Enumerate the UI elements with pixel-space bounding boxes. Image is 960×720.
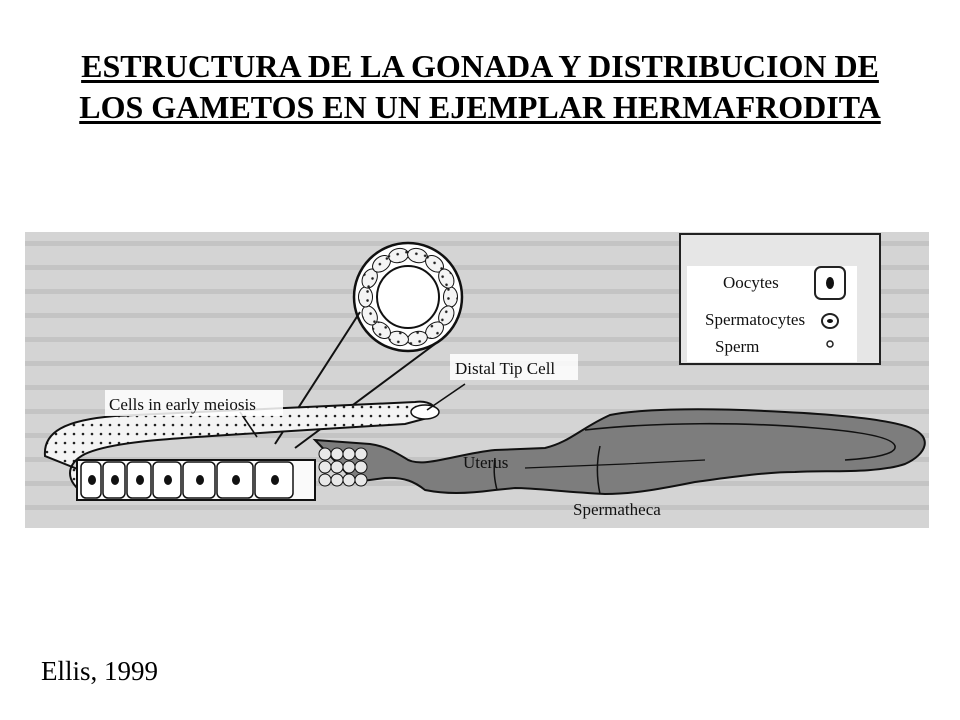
spermatocyte [330,447,344,461]
distal-tip-cell [410,404,440,420]
citation: Ellis, 1999 [41,656,159,686]
label-uterus: Uterus [463,453,508,472]
germ-cell [358,286,373,308]
spermatocyte [354,473,368,487]
label-cells-early-meiosis: Cells in early meiosis [109,395,256,414]
germ-cell [443,286,458,308]
oocyte-nucleus [271,475,279,485]
spermatocyte [318,473,332,487]
gonad-figure: Oocytes Spermatocytes Sperm [25,232,929,528]
oocyte-nucleus [88,475,96,485]
spermatocyte [354,460,368,474]
germline-arm [43,400,440,501]
spermatocyte [354,447,368,461]
oocyte-nucleus [164,475,172,485]
spermatocyte [342,447,356,461]
germ-cell [438,268,455,289]
gonad-diagram: Oocytes Spermatocytes Sperm [25,232,929,528]
title-line-2: LOS GAMETOS EN UN EJEMPLAR HERMAFRODITA [79,89,881,125]
title-line-1: ESTRUCTURA DE LA GONADA Y DISTRIBUCION D… [81,48,879,84]
slide-title: ESTRUCTURA DE LA GONADA Y DISTRIBUCION D… [0,46,960,128]
sperm-icon [826,340,834,348]
legend-oocytes-label: Oocytes [723,273,779,292]
gonad-cross-section [274,241,464,449]
oocyte-nucleus [111,475,119,485]
label-distal-tip-cell: Distal Tip Cell [455,359,555,378]
spermatocyte [342,460,356,474]
uterus-body [312,408,926,496]
legend-sperm-label: Sperm [715,337,759,356]
spermatocyte [342,473,356,487]
oocyte-nucleus [196,475,204,485]
spermatocyte [318,460,332,474]
spermatocyte [330,460,344,474]
legend-box: Oocytes Spermatocytes Sperm [679,233,881,365]
oocyte-nucleus [232,475,240,485]
legend-spermatocytes-label: Spermatocytes [705,310,805,329]
spermatocyte [318,447,332,461]
label-spermatheca: Spermatheca [573,500,661,519]
spermatocyte [330,473,344,487]
oocyte-nucleus [136,475,144,485]
